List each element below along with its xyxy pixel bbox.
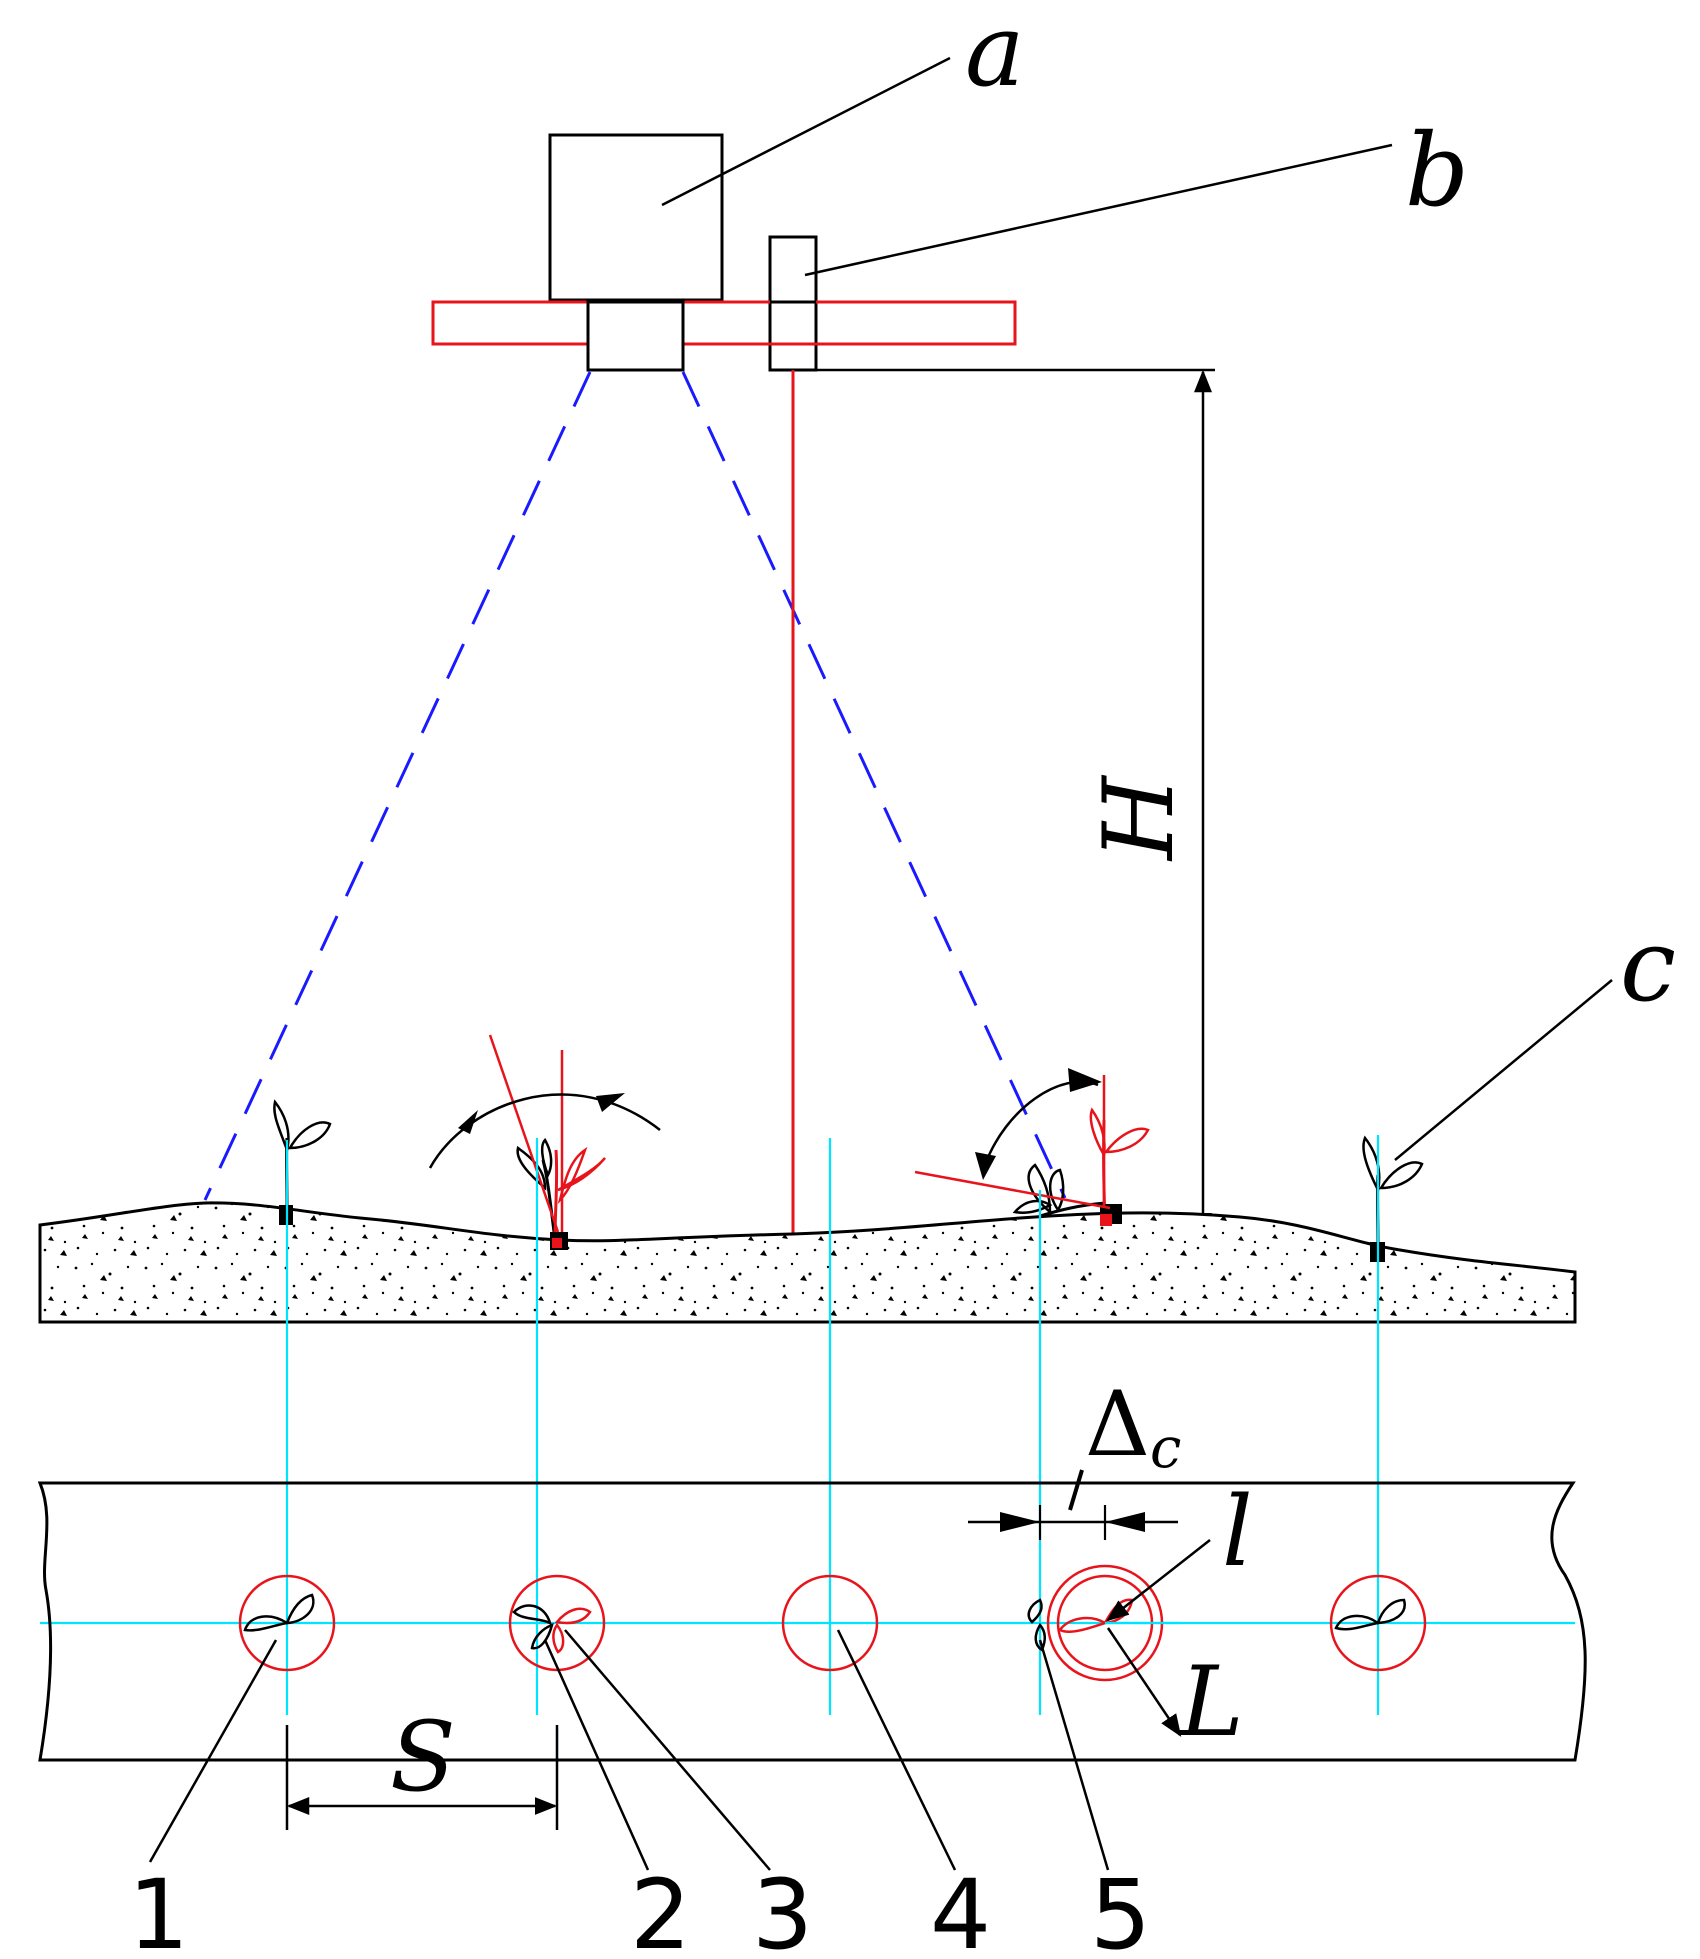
top-view-seedling-2-3 — [508, 1574, 606, 1672]
label-b: b — [1405, 112, 1469, 229]
top-view-position-4 — [781, 1574, 879, 1672]
radius-l-arrow — [1106, 1539, 1211, 1622]
label-delta: Δ — [1085, 1372, 1150, 1477]
leader-a — [661, 56, 951, 207]
number-2: 2 — [630, 1859, 691, 1959]
leader-c — [1394, 979, 1613, 1161]
top-view-seedling-1 — [238, 1574, 336, 1672]
label-a: a — [965, 0, 1025, 109]
label-l: l — [1222, 1476, 1253, 1588]
label-L: L — [1178, 1646, 1244, 1758]
number-5: 5 — [1090, 1859, 1151, 1959]
seedling-1-side — [273, 1099, 332, 1225]
mounting-beam — [431, 300, 1017, 346]
label-c: c — [1620, 907, 1676, 1024]
top-view-seedling-c — [1329, 1574, 1427, 1672]
delta-c-leader — [1068, 1469, 1084, 1511]
camera-box-a — [548, 133, 724, 302]
label-S: S — [390, 1701, 456, 1813]
seedling-c-side — [1362, 1135, 1424, 1262]
camera-lens — [586, 300, 685, 372]
top-view-strip — [37, 1481, 1587, 1762]
label-delta-subscript: c — [1150, 1416, 1181, 1481]
number-1: 1 — [128, 1859, 189, 1959]
soil-section — [38, 1201, 1577, 1324]
leader-b — [804, 143, 1393, 277]
camera-fov-left — [203, 371, 592, 1201]
rotation-arc-right — [983, 1080, 1099, 1166]
number-4: 4 — [930, 1859, 991, 1959]
seedling-2-side — [488, 1034, 606, 1250]
label-H: H — [1083, 774, 1195, 862]
label-delta-c: Δc — [1085, 1372, 1181, 1481]
number-leaders — [148, 1629, 1110, 1871]
seedling-5-side — [914, 1075, 1150, 1226]
projection-lines — [40, 1135, 1575, 1760]
camera-fov-right — [681, 371, 1067, 1199]
rotation-arc-left — [428, 1093, 661, 1169]
radius-L-arrow — [1106, 1627, 1182, 1737]
number-3: 3 — [752, 1859, 813, 1959]
